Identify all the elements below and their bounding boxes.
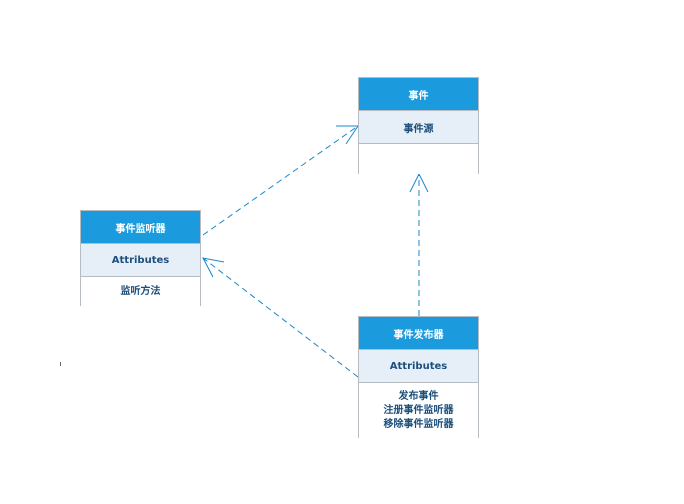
class-event-attributes: 事件源 <box>359 111 478 144</box>
class-publisher-methods: 发布事件 注册事件监听器 移除事件监听器 <box>359 383 478 438</box>
method-item: 移除事件监听器 <box>383 418 454 430</box>
class-event[interactable]: 事件 事件源 <box>358 77 479 174</box>
relation-publisher-to-listener[interactable] <box>202 257 359 378</box>
class-listener[interactable]: 事件监听器 Attributes 监听方法 <box>80 210 201 306</box>
method-item: 发布事件 <box>398 390 439 402</box>
class-publisher-name: 事件发布器 <box>359 317 478 350</box>
relation-publisher-to-event[interactable] <box>409 172 429 316</box>
class-listener-name: 事件监听器 <box>81 211 200 244</box>
stray-mark <box>60 362 61 366</box>
class-publisher[interactable]: 事件发布器 Attributes 发布事件 注册事件监听器 移除事件监听器 <box>358 316 479 438</box>
method-item: 监听方法 <box>120 285 161 297</box>
method-item: 注册事件监听器 <box>383 404 454 416</box>
class-event-methods <box>359 144 478 174</box>
class-listener-attributes: Attributes <box>81 244 200 277</box>
class-listener-methods: 监听方法 <box>81 277 200 306</box>
class-event-name: 事件 <box>359 78 478 111</box>
class-publisher-attributes: Attributes <box>359 350 478 383</box>
relation-listener-to-event[interactable] <box>202 125 359 236</box>
